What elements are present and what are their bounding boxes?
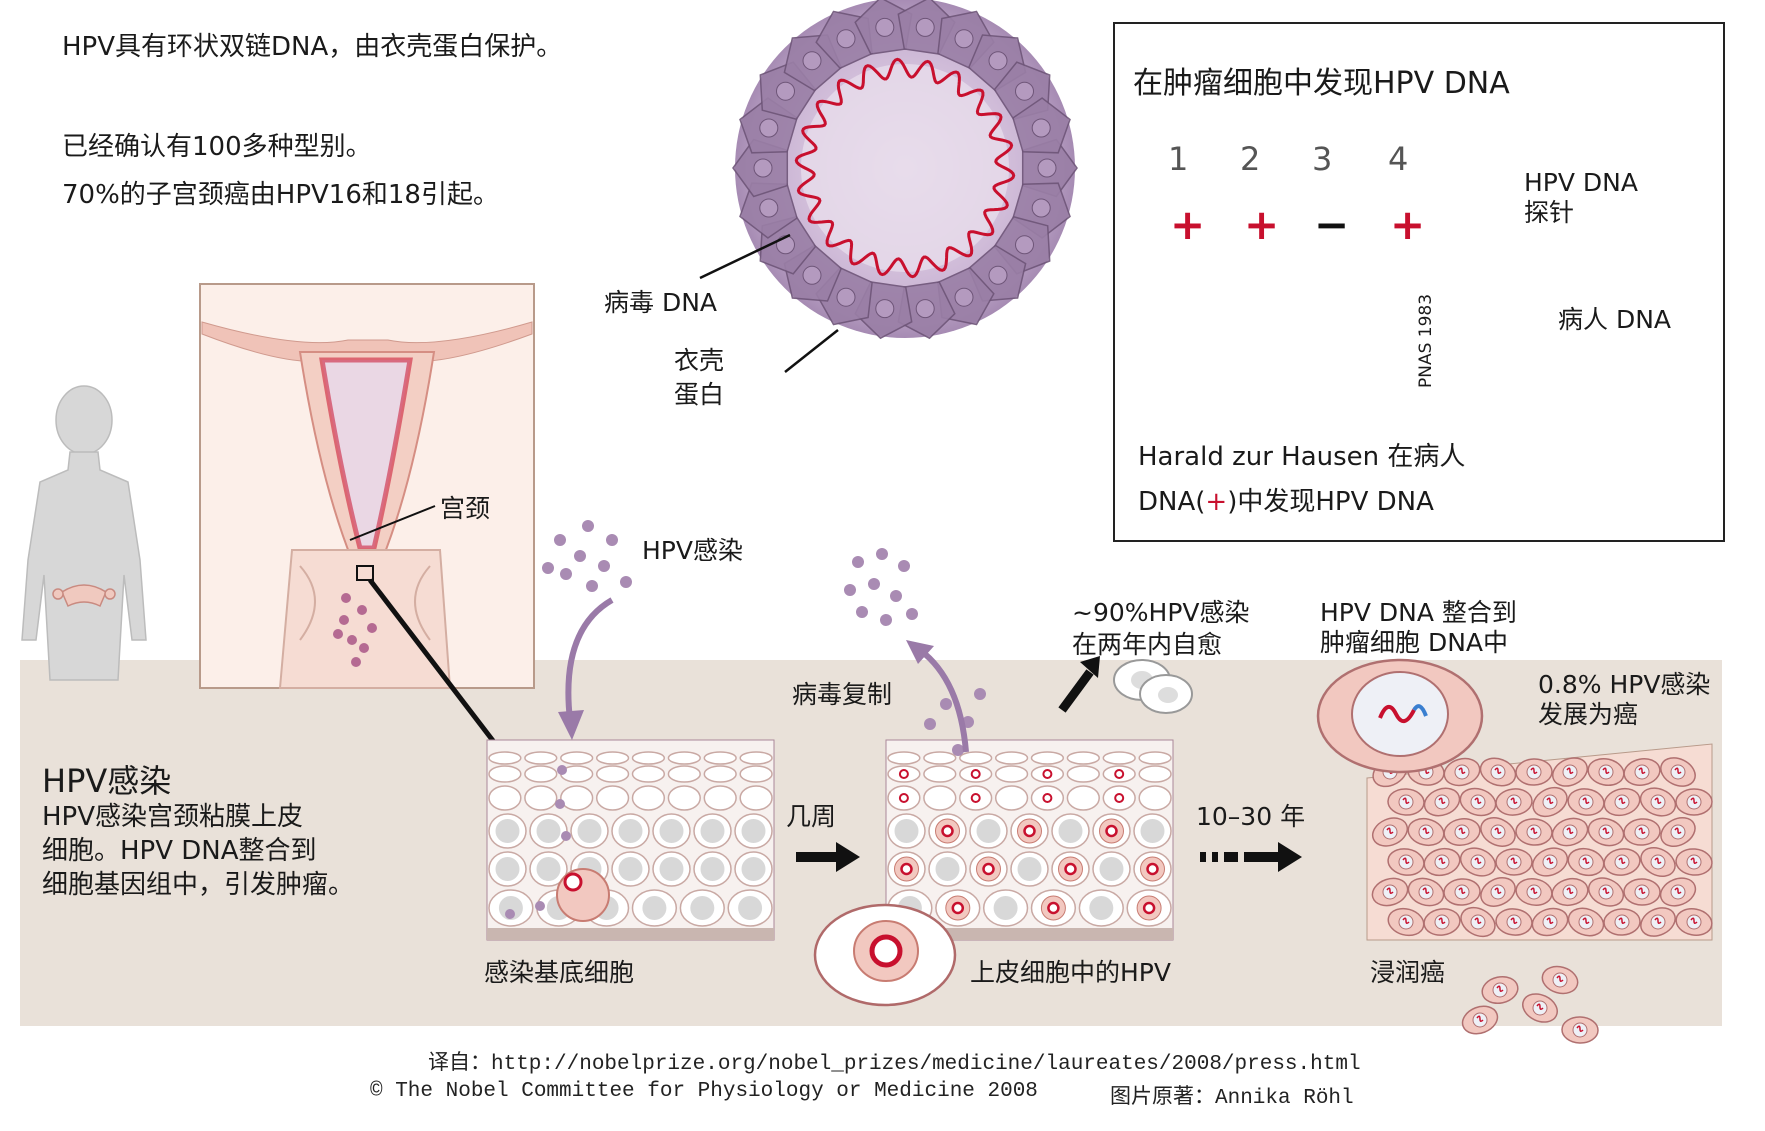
lane-2: 2 bbox=[1240, 140, 1261, 178]
artist-credit: 图片原著：Annika Röhl bbox=[1110, 1087, 1354, 1110]
infection-arrow bbox=[565, 597, 614, 721]
years-label: 10–30 年 bbox=[1196, 802, 1306, 831]
epithelial-cells-1 bbox=[488, 751, 773, 927]
weeks-label: 几周 bbox=[786, 802, 837, 831]
free-virus-particles bbox=[505, 520, 986, 919]
clearance-label-2: 在两年内自愈 bbox=[1072, 630, 1223, 659]
basal-cell-label: 感染基底细胞 bbox=[484, 958, 635, 987]
weeks-arrow bbox=[796, 842, 860, 872]
epithelium-panel-1 bbox=[486, 739, 775, 941]
sign-4: + bbox=[1390, 200, 1426, 249]
source-url: 译自：http://nobelprize.org/nobel_prizes/me… bbox=[428, 1053, 1361, 1076]
woman-silhouette bbox=[21, 385, 147, 681]
cleared-cells bbox=[1113, 659, 1193, 714]
sign-2: + bbox=[1244, 200, 1280, 249]
blot-credit: PNAS 1983 bbox=[1416, 293, 1436, 388]
integrate-label-1: HPV DNA 整合到 bbox=[1320, 598, 1517, 627]
probe-label-2: 探针 bbox=[1524, 198, 1575, 227]
sign-3: − bbox=[1314, 200, 1350, 249]
cancer-rate-label-2: 发展为癌 bbox=[1538, 700, 1639, 729]
capsid-proteins bbox=[732, 0, 1078, 340]
hpv-dna-finding-panel bbox=[1113, 22, 1725, 542]
clearance-arrow bbox=[1058, 656, 1100, 713]
epithelium-panel-2 bbox=[813, 739, 1174, 1007]
replication-arrow bbox=[918, 647, 969, 753]
cervix-label: 宫颈 bbox=[440, 494, 491, 523]
sign-1: + bbox=[1170, 200, 1206, 249]
years-arrow bbox=[1200, 842, 1302, 872]
probe-label-1: HPV DNA bbox=[1524, 168, 1638, 197]
epithelial-hpv-label: 上皮细胞中的HPV bbox=[970, 958, 1171, 987]
cancer-cells bbox=[1371, 756, 1713, 1044]
infection-desc-2: 细胞。HPV DNA整合到 bbox=[42, 836, 317, 866]
epithelial-cells-2 bbox=[887, 751, 1172, 927]
invasive-cancer-label: 浸润癌 bbox=[1370, 958, 1446, 987]
cervix-virus-dots bbox=[333, 593, 377, 667]
invasive-cancer-panel bbox=[1316, 658, 1713, 1044]
cancer-rate-label-1: 0.8% HPV感染 bbox=[1538, 670, 1711, 699]
inset-title: 在肿瘤细胞中发现HPV DNA bbox=[1133, 66, 1510, 101]
clearance-label-1: ~90%HPV感染 bbox=[1072, 598, 1250, 627]
capsid-label-2: 蛋白 bbox=[674, 380, 725, 409]
intro-line-3: 70%的子宫颈癌由HPV16和18引起。 bbox=[62, 180, 499, 210]
virus-particle bbox=[699, 0, 1078, 373]
inset-caption-1: Harald zur Hausen 在病人 bbox=[1138, 442, 1466, 472]
viral-dna-label: 病毒 DNA bbox=[604, 288, 718, 317]
lane-1: 1 bbox=[1168, 140, 1189, 178]
infection-heading: HPV感染 bbox=[42, 762, 172, 800]
intro-line-1: HPV具有环状双链DNA，由衣壳蛋白保护。 bbox=[62, 32, 563, 62]
copyright: © The Nobel Committee for Physiology or … bbox=[370, 1080, 1038, 1103]
infection-desc-1: HPV感染宫颈粘膜上皮 bbox=[42, 802, 304, 832]
inset-caption-2: DNA(+)中发现HPV DNA bbox=[1138, 487, 1434, 517]
integrate-label-2: 肿瘤细胞 DNA中 bbox=[1320, 628, 1509, 657]
hpv-infection-label: HPV感染 bbox=[642, 536, 743, 565]
lane-3: 3 bbox=[1312, 140, 1333, 178]
capsid-label-1: 衣壳 bbox=[674, 346, 725, 375]
replication-label: 病毒复制 bbox=[792, 680, 893, 709]
infection-desc-3: 细胞基因组中，引发肿瘤。 bbox=[42, 870, 355, 900]
patient-dna-label: 病人 DNA bbox=[1558, 305, 1672, 334]
lane-4: 4 bbox=[1388, 140, 1409, 178]
intro-line-2: 已经确认有100多种型别。 bbox=[62, 132, 372, 162]
caption-plus-sign: + bbox=[1205, 487, 1228, 517]
cervix-anatomy bbox=[199, 283, 535, 748]
viral-dna-ring bbox=[794, 57, 1016, 279]
